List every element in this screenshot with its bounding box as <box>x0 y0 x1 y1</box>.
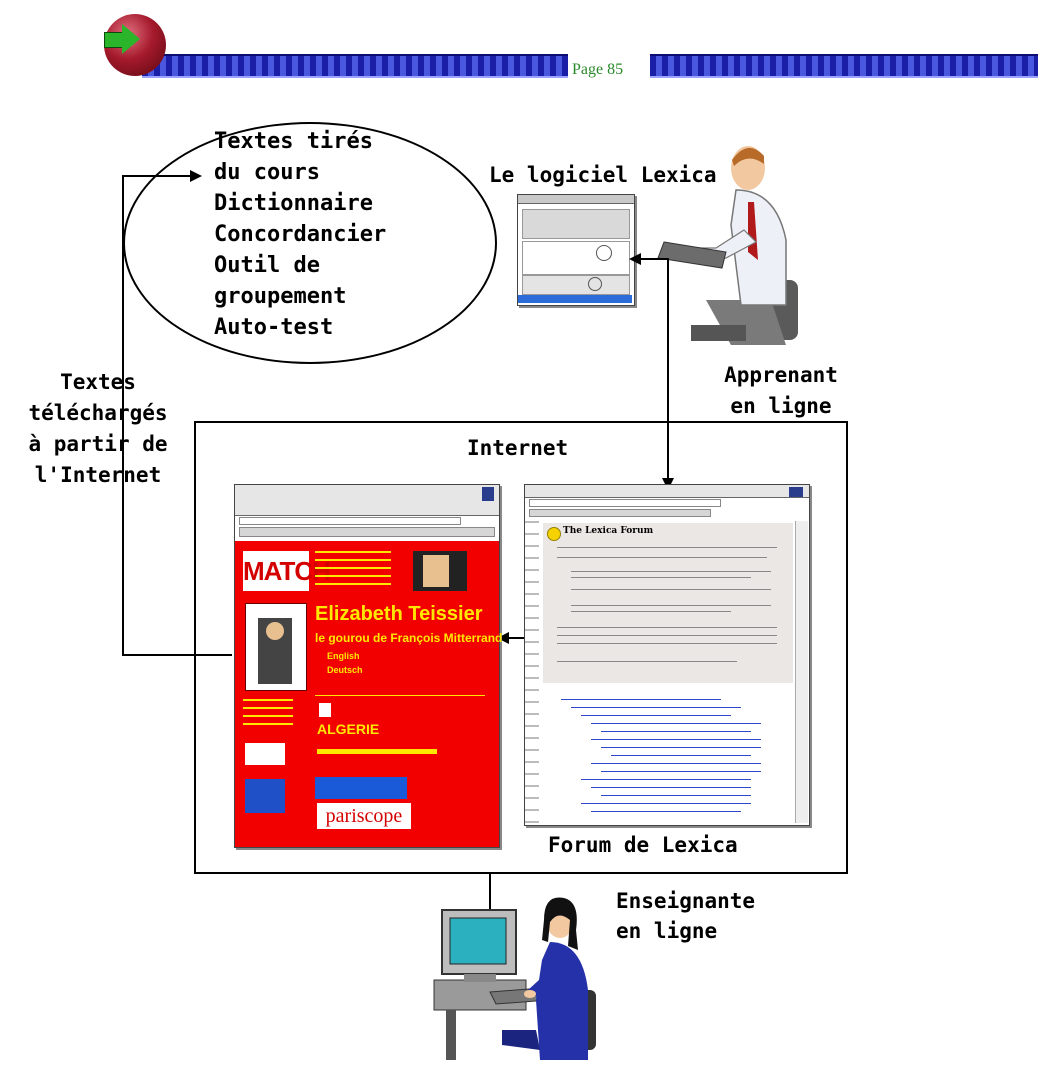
lexica-forum-webpage: The Lexica Forum <box>524 484 810 826</box>
internet-box <box>194 421 848 874</box>
learner-label-line: en ligne <box>730 394 832 418</box>
arrow-head-icon <box>190 170 202 182</box>
downloaded-label-line: Textes <box>60 370 136 394</box>
arrow-head-icon <box>497 632 509 644</box>
teacher-label-line: en ligne <box>616 919 718 943</box>
connector-line <box>489 872 491 912</box>
tools-list: Textes tirés du cours Dictionnaire Conco… <box>214 126 386 343</box>
internet-label: Internet <box>467 436 569 460</box>
match-story: ALGERIE <box>317 721 380 737</box>
tools-item: du cours <box>214 160 320 185</box>
downloaded-label-line: l'Internet <box>34 463 162 487</box>
next-arrow-head-icon[interactable] <box>122 24 140 54</box>
software-title: Le logiciel Lexica <box>489 163 717 187</box>
match-link[interactable]: English <box>327 651 360 661</box>
pariscope-logo: pariscope <box>317 803 411 829</box>
lexica-software-screenshot <box>517 194 635 306</box>
page-label: Page 85 <box>572 61 624 78</box>
match-logo: MATCH <box>243 551 331 591</box>
teacher-label-line: Enseignante <box>616 889 756 913</box>
forum-label: Forum de Lexica <box>548 833 738 857</box>
learner-label-line: Apprenant <box>724 363 838 387</box>
header-bar-right <box>650 54 1038 78</box>
paris-match-webpage: MATCH Elizabeth Teissier le gourou de Fr… <box>234 484 503 848</box>
tools-item: groupement <box>214 284 347 309</box>
connector-line <box>667 258 669 480</box>
online-teacher-figure <box>433 897 596 1060</box>
learner-label: Apprenant en ligne <box>706 360 856 422</box>
downloaded-label-line: téléchargés <box>28 401 168 425</box>
tools-item: Outil de <box>214 253 320 278</box>
tools-item: Dictionnaire <box>214 191 373 216</box>
teacher-label: Enseignante en ligne <box>616 886 755 946</box>
match-subheadline: le gourou de François Mitterrand <box>315 631 503 645</box>
match-headline: Elizabeth Teissier <box>315 603 483 625</box>
tools-item: Concordancier <box>214 222 387 247</box>
online-learner-figure <box>657 146 798 345</box>
connector-line <box>637 258 667 260</box>
next-arrow-icon[interactable] <box>104 32 124 48</box>
arrow-head-icon <box>629 253 641 265</box>
match-link[interactable]: Deutsch <box>327 665 363 675</box>
connector-line <box>122 654 232 656</box>
connector-line <box>506 637 524 639</box>
downloaded-texts-label: Textes téléchargés à partir de l'Interne… <box>18 367 178 491</box>
forum-title: The Lexica Forum <box>563 526 654 536</box>
tools-item: Auto-test <box>214 315 334 340</box>
tools-ellipse <box>123 122 497 364</box>
header-bar-left <box>142 54 568 78</box>
connector-line <box>122 175 124 655</box>
downloaded-label-line: à partir de <box>28 432 168 456</box>
connector-line <box>122 175 192 177</box>
tools-item: Textes tirés <box>214 129 373 154</box>
smiley-icon <box>547 527 561 541</box>
